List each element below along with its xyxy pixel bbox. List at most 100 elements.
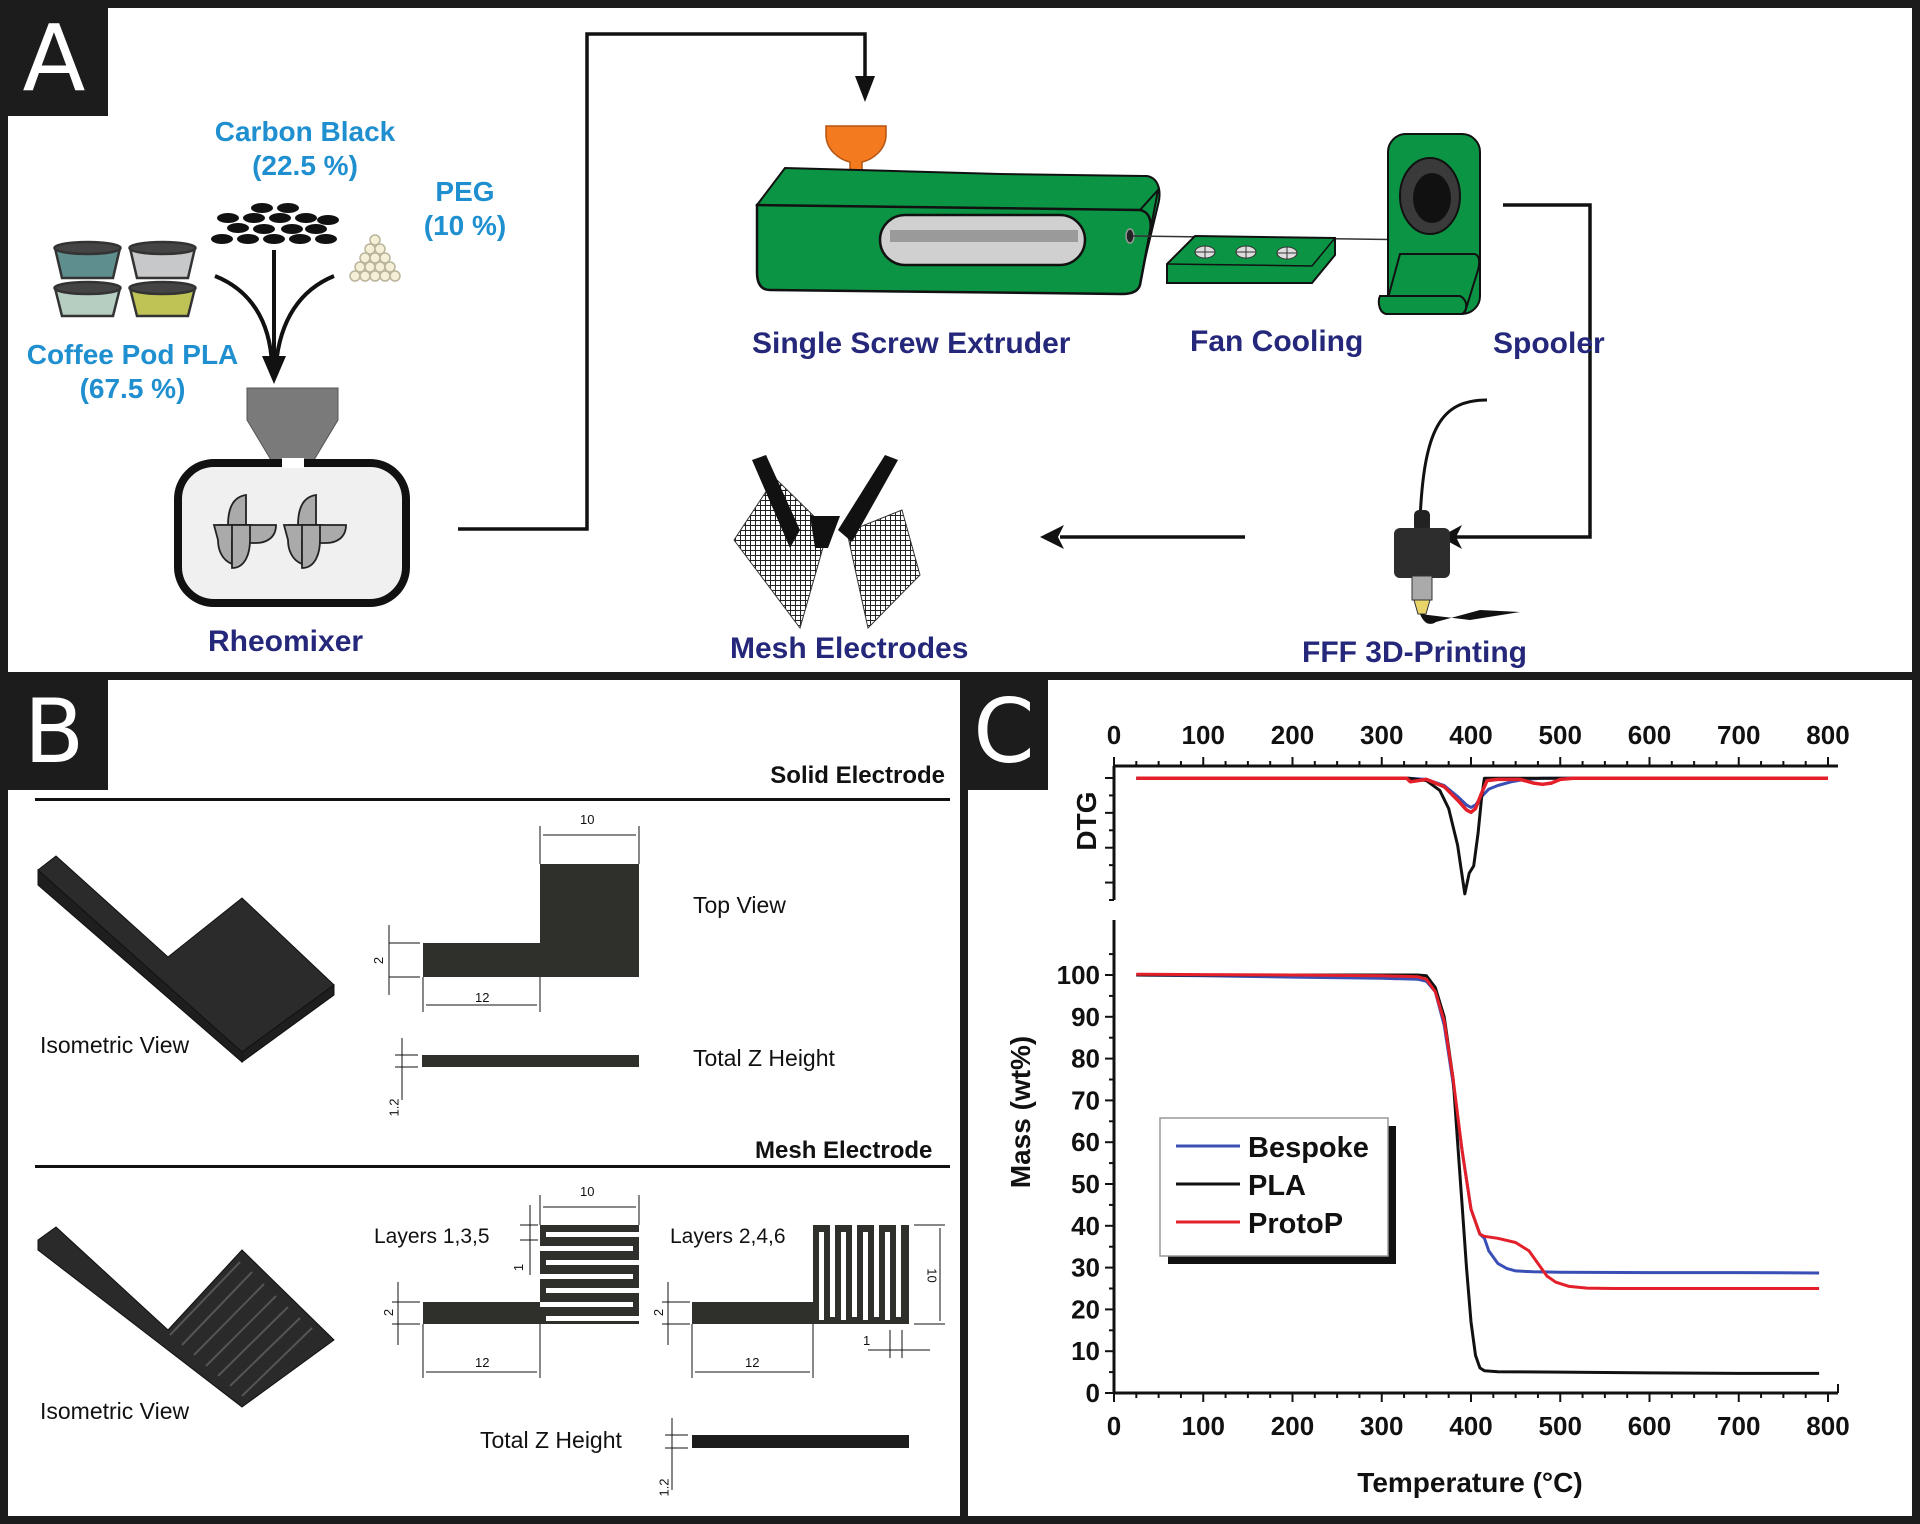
mesh-odd-dim-length: 12: [475, 1355, 490, 1370]
mesh-electrode-drawing: [37, 1195, 945, 1490]
fan-cooling-icon: [1166, 234, 1336, 284]
dtg-x-tick-label: 600: [1628, 720, 1671, 750]
carbon-black-name: Carbon Black: [214, 116, 396, 147]
dtg-x-tick-label: 700: [1717, 720, 1760, 750]
coffee-pods-icon: [53, 240, 197, 318]
mesh-even-dim-length: 12: [745, 1355, 760, 1370]
flow-line-rheomixer-to-extruder: [458, 32, 867, 531]
mesh-layers-odd-icon: [423, 1225, 639, 1324]
tga-y-tick-label: 10: [1071, 1336, 1100, 1366]
solid-electrode-title: Solid Electrode: [770, 762, 945, 789]
solid-top-view-label: Top View: [693, 892, 786, 918]
dtg-x-tick-label: 300: [1360, 720, 1403, 750]
panel-c-label: C: [960, 672, 1048, 790]
merge-arrow-icon: [214, 250, 335, 372]
tga-x-tick-label: 0: [1107, 1411, 1121, 1441]
tga-x-tick-label: 200: [1271, 1411, 1314, 1441]
step-mesh-electrodes-label: Mesh Electrodes: [730, 632, 969, 665]
mesh-isometric-icon: [37, 1226, 335, 1408]
dtg-y-axis-title: DTG: [1071, 791, 1102, 850]
dtg-series-pla: [1136, 776, 1828, 896]
spooler-icon: [1377, 133, 1481, 316]
tga-y-tick-label: 20: [1071, 1294, 1100, 1324]
solid-isometric-icon: [37, 855, 335, 1064]
panel-a-process-drawing: [53, 32, 1592, 630]
solid-dim-length: 12: [475, 990, 490, 1005]
tga-x-tick-label: 600: [1628, 1411, 1671, 1441]
tga-x-tick-label: 700: [1717, 1411, 1760, 1441]
mesh-electrode-title: Mesh Electrode: [755, 1137, 933, 1164]
mesh-z-height-label: Total Z Height: [480, 1427, 622, 1453]
tga-x-tick-label: 100: [1182, 1411, 1225, 1441]
dtg-x-tick-label: 200: [1271, 720, 1314, 750]
panel-c-frame: [960, 672, 1920, 1524]
tga-y-tick-label: 50: [1071, 1169, 1100, 1199]
peg-percent: (10 %): [423, 210, 507, 241]
legend-label-pla: PLA: [1248, 1170, 1306, 1202]
flow-arrowhead-mesh: [1040, 525, 1064, 549]
tga-x-tick-label: 400: [1449, 1411, 1492, 1441]
mesh-layers-even-icon: [692, 1225, 909, 1324]
step-fan-cooling-label: Fan Cooling: [1190, 325, 1364, 358]
carbon-black-pellets-icon: [211, 203, 339, 244]
tga-y-tick-label: 0: [1086, 1378, 1100, 1408]
mesh-odd-dim-width: 10: [580, 1184, 595, 1199]
solid-electrode-divider: [35, 798, 950, 801]
carbon-black-percent: (22.5 %): [252, 150, 358, 181]
tga-y-tick-label: 90: [1071, 1002, 1100, 1032]
dtg-x-tick-label: 100: [1182, 720, 1225, 750]
solid-top-view-icon: [423, 864, 639, 977]
solid-electrode-drawing: [37, 826, 640, 1100]
coffee-pod-pla-percent: (67.5 %): [79, 373, 186, 404]
solid-z-profile-icon: [422, 1055, 639, 1067]
solid-z-height-label: Total Z Height: [693, 1045, 835, 1071]
flow-line-spooler-to-printer: [1450, 203, 1592, 539]
solid-isometric-label: Isometric View: [40, 1032, 190, 1058]
mesh-electrode-divider: [35, 1165, 950, 1168]
legend-box: [1159, 1117, 1389, 1257]
coffee-pod-pla-name: Coffee Pod PLA: [26, 339, 239, 370]
peg-name: PEG: [435, 176, 495, 207]
tga-x-tick-label: 300: [1360, 1411, 1403, 1441]
tga-x-tick-label: 500: [1539, 1411, 1582, 1441]
mesh-isometric-label: Isometric View: [40, 1398, 190, 1424]
tga-x-axis-title: Temperature (°C): [1357, 1467, 1582, 1498]
dtg-x-tick-label: 400: [1449, 720, 1492, 750]
tga-x-tick-label: 800: [1806, 1411, 1849, 1441]
step-printing-label: FFF 3D-Printing: [1302, 636, 1527, 669]
legend-label-bespoke: Bespoke: [1248, 1132, 1369, 1164]
coffee-pod-pla-label: Coffee Pod PLA (67.5 %): [10, 338, 255, 406]
tga-y-tick-label: 60: [1071, 1127, 1100, 1157]
single-screw-extruder-icon: [755, 166, 1161, 296]
rheomixer-rotors-icon: [212, 493, 347, 569]
fff-3d-printer-icon: [1394, 398, 1520, 624]
tga-series-protop: [1136, 972, 1820, 1290]
tga-y-tick-label: 80: [1071, 1044, 1100, 1074]
tga-y-axis-title: Mass (wt%): [1005, 1036, 1036, 1188]
flow-arrowhead-printer: [1440, 525, 1462, 549]
legend-label-protop: ProtoP: [1248, 1208, 1343, 1240]
mesh-layers-even-label: Layers 2,4,6: [670, 1225, 786, 1248]
step-extruder-label: Single Screw Extruder: [752, 327, 1071, 360]
step-rheomixer-label: Rheomixer: [208, 625, 364, 658]
solid-dim-width: 10: [580, 812, 595, 827]
dtg-x-tick-label: 500: [1539, 720, 1582, 750]
merge-arrowhead-icon: [262, 356, 286, 384]
flow-arrowhead-extruder: [855, 76, 875, 102]
mesh-even-dim-gap: 1: [863, 1333, 871, 1348]
panel-b-label: B: [0, 672, 108, 790]
dtg-x-tick-label: 0: [1107, 720, 1121, 750]
mesh-electrodes-icon: [733, 455, 921, 630]
tga-y-tick-label: 40: [1071, 1211, 1100, 1241]
step-spooler-label: Spooler: [1493, 327, 1605, 360]
panel-a-label: A: [0, 0, 108, 116]
peg-pellets-icon: [349, 234, 401, 282]
mesh-layers-odd-label: Layers 1,3,5: [374, 1225, 490, 1248]
mesh-z-profile-icon: [692, 1435, 909, 1448]
peg-label: PEG (10 %): [405, 175, 525, 243]
tga-y-tick-label: 70: [1071, 1085, 1100, 1115]
tga-y-tick-label: 30: [1071, 1253, 1100, 1283]
dtg-series-protop: [1136, 776, 1828, 815]
dtg-x-tick-label: 800: [1806, 720, 1849, 750]
